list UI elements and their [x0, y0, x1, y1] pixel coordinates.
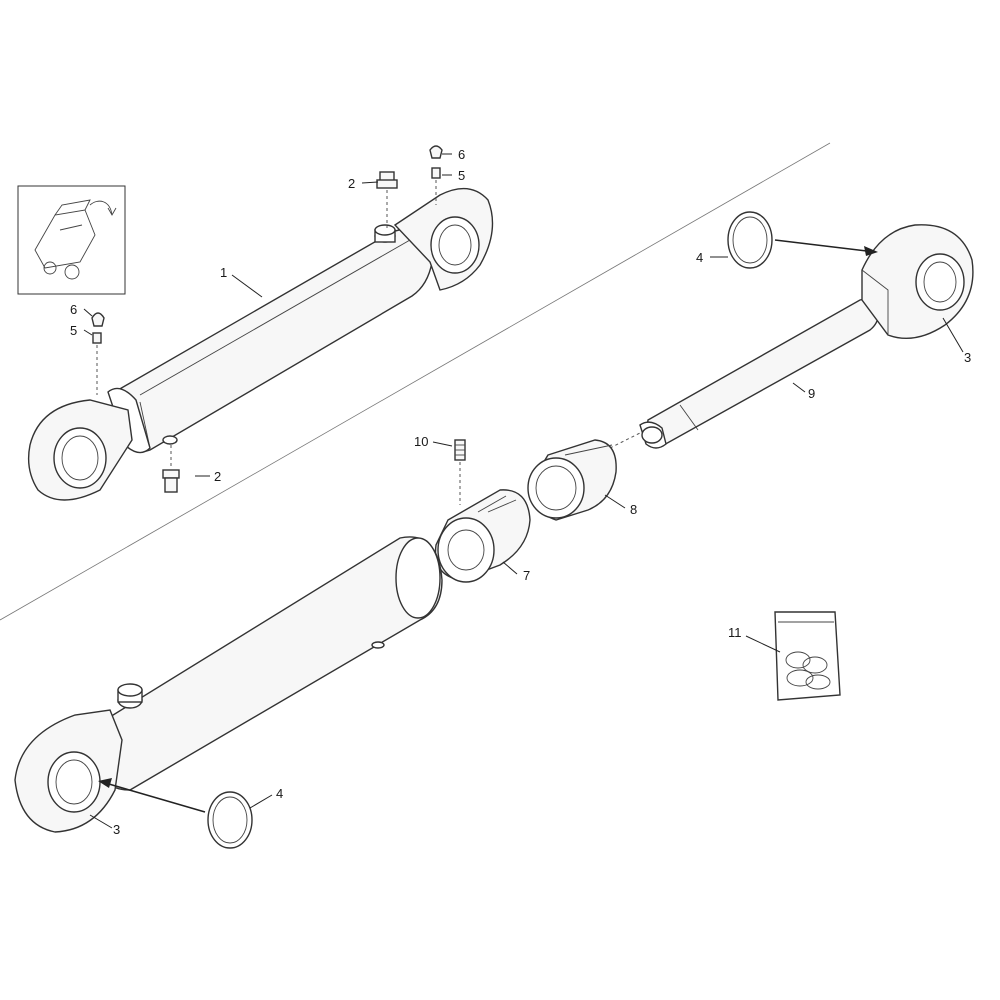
- arrow-circlip-to-eye-right: [774, 239, 876, 253]
- callout-4-right: 4: [696, 250, 703, 265]
- arrow-circlip-to-eye-left: [101, 781, 206, 813]
- callout-11: 11: [728, 625, 742, 640]
- leader-lines: [83, 153, 964, 829]
- callout-5-top: 5: [458, 168, 465, 183]
- grease-nipple-5-6-left: [91, 312, 105, 395]
- callout-10: 10: [414, 434, 428, 449]
- rod-eye-3-left: [14, 709, 123, 833]
- callout-6-left: 6: [70, 302, 77, 317]
- cylinder-barrel-lower: [97, 536, 443, 791]
- callout-2-bottom: 2: [214, 469, 221, 484]
- callout-5-left: 5: [70, 323, 77, 338]
- callout-4-left: 4: [276, 786, 283, 801]
- callout-6-top: 6: [458, 147, 465, 162]
- rod-eye-3-right: [861, 224, 974, 339]
- grease-nipple-5-6-top: [429, 145, 443, 205]
- callout-8: 8: [630, 502, 637, 517]
- seal-kit-bag-11: [774, 611, 841, 701]
- callout-1: 1: [220, 265, 227, 280]
- cylinder-assembly-1: [27, 187, 494, 501]
- circlip-4-right: [727, 211, 878, 269]
- piston-rod-9: [609, 298, 880, 449]
- gland-8: [527, 439, 617, 521]
- piston-7: [434, 489, 531, 583]
- callout-7: 7: [523, 568, 530, 583]
- machine-inset-thumbnail: [17, 185, 126, 295]
- callout-9: 9: [808, 386, 815, 401]
- fitting-2-top: [376, 171, 398, 228]
- callout-2-top: 2: [348, 176, 355, 191]
- circlip-4-left: [98, 778, 253, 849]
- set-screw-10: [454, 439, 466, 505]
- section-divider-line: [0, 142, 831, 621]
- callout-3-left: 3: [113, 822, 120, 837]
- callout-3-right: 3: [964, 350, 971, 365]
- fitting-2-bottom: [162, 445, 180, 493]
